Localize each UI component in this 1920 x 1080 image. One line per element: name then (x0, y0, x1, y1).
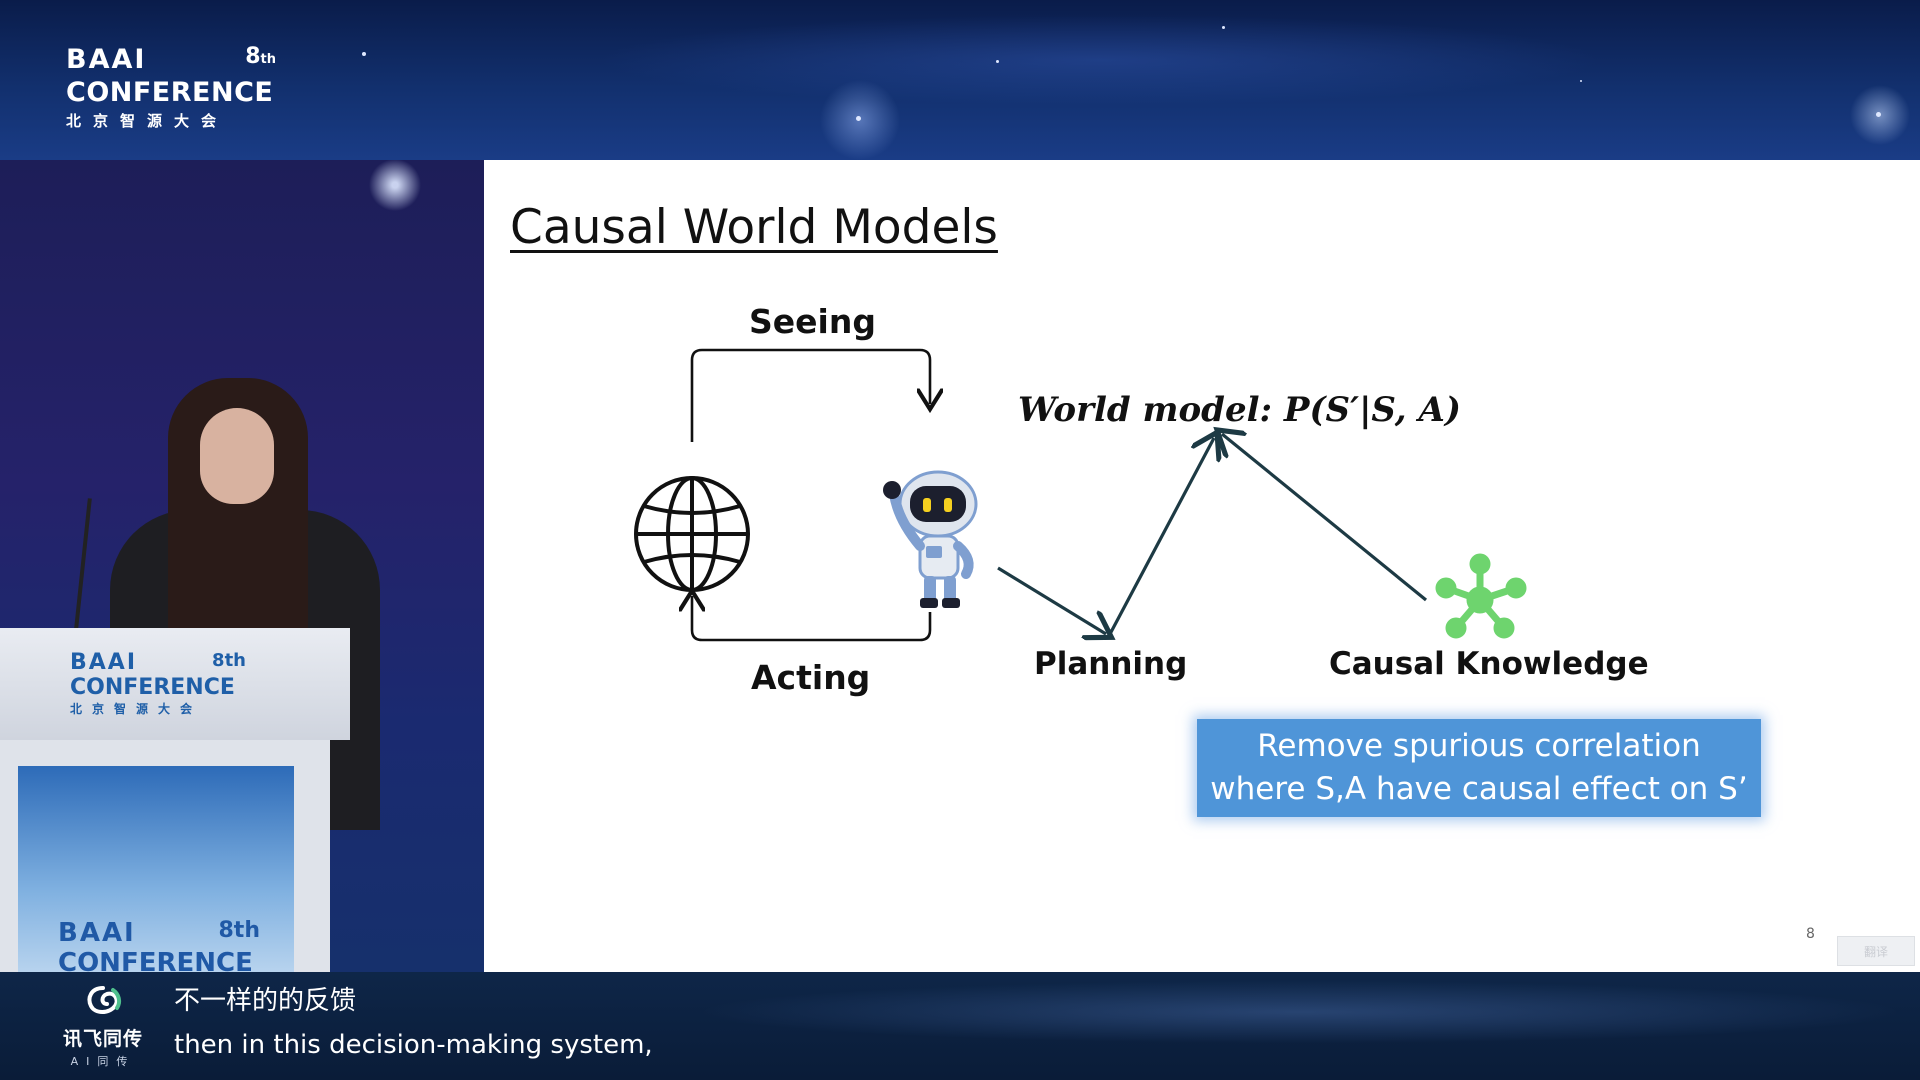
logo-chinese-name: 北京智源大会 (66, 112, 229, 130)
star-decoration (1876, 112, 1881, 117)
seeing-loop-arrow (690, 348, 930, 442)
causal-graph-icon (1435, 553, 1527, 639)
globe-icon (634, 476, 750, 592)
microphone (72, 498, 92, 648)
star-decoration (1222, 26, 1225, 29)
logo-brand: BAAI (66, 44, 147, 75)
provider-swirl-icon (87, 986, 122, 1014)
podium-logo-chinese: 北京智源大会 (70, 702, 203, 716)
acting-loop-arrow (692, 596, 932, 642)
podium-logo-name: CONFERENCE (58, 948, 253, 972)
world-model-formula: World model: P(S′|S, A) (1018, 390, 1461, 430)
podium-screen: BAAI 8th CONFERENCE (18, 766, 294, 972)
podium-logo-name: CONFERENCE (70, 675, 235, 700)
podium-logo-edition: 8th (212, 650, 246, 671)
callout-box: Remove spurious correlation where S,A ha… (1197, 719, 1761, 817)
star-decoration (362, 52, 366, 56)
subtitle-english: then in this decision-making system, (174, 1030, 653, 1060)
provider-sub: AI同传 (70, 1055, 136, 1068)
causal-knowledge-label: Causal Knowledge (1329, 646, 1649, 682)
provider-name: 讯飞同传 (62, 1028, 143, 1050)
logo-edition: 8th (245, 44, 276, 69)
slide-page-number: 8 (1806, 926, 1815, 942)
planning-label: Planning (1034, 646, 1188, 682)
slide-corner-button[interactable]: 翻译 (1837, 936, 1915, 966)
subtitle-bar: 讯飞同传 AI同传 不一样的的反馈 then in this decision-… (0, 972, 1920, 1080)
logo-edition-number: 8 (245, 44, 261, 69)
speaker-face (200, 408, 274, 504)
subtitle-chinese: 不一样的的反馈 (174, 986, 357, 1016)
speaker-video: BAAI 8th CONFERENCE 北京智源大会 BAAI 8th CONF… (0, 160, 484, 972)
podium-logo-bottom: BAAI 8th CONFERENCE (58, 918, 260, 972)
seeing-label: Seeing (749, 302, 876, 341)
callout-line-2: where S,A have causal effect on S’ (1210, 771, 1748, 807)
top-banner: BAAI 8th CONFERENCE 北京智源大会 (0, 0, 1920, 160)
slide-title: Causal World Models (510, 200, 998, 255)
star-decoration (1580, 80, 1582, 82)
planning-to-world-model-arrow (1108, 438, 1214, 635)
podium-top: BAAI 8th CONFERENCE 北京智源大会 (0, 628, 350, 740)
podium-logo-brand: BAAI (70, 650, 138, 675)
acting-label: Acting (751, 658, 871, 697)
logo-name: CONFERENCE (66, 77, 274, 108)
callout-line-1: Remove spurious correlation (1257, 728, 1701, 764)
podium-logo-top: BAAI 8th CONFERENCE 北京智源大会 (70, 650, 246, 717)
podium-logo-edition: 8th (218, 918, 261, 943)
conference-logo: BAAI 8th CONFERENCE 北京智源大会 (66, 44, 276, 131)
robot-icon (883, 470, 978, 608)
translation-provider-logo: 讯飞同传 AI同传 (58, 984, 148, 1069)
logo-edition-suffix: th (260, 52, 276, 67)
robot-to-planning-arrow (997, 566, 1106, 634)
podium-logo-brand: BAAI (58, 918, 136, 948)
world-model-diagram (634, 348, 1527, 642)
causal-to-world-model-arrow (1222, 434, 1428, 602)
star-decoration (996, 60, 999, 63)
star-decoration (856, 116, 861, 121)
presentation-slide: Causal World Models (484, 160, 1920, 972)
